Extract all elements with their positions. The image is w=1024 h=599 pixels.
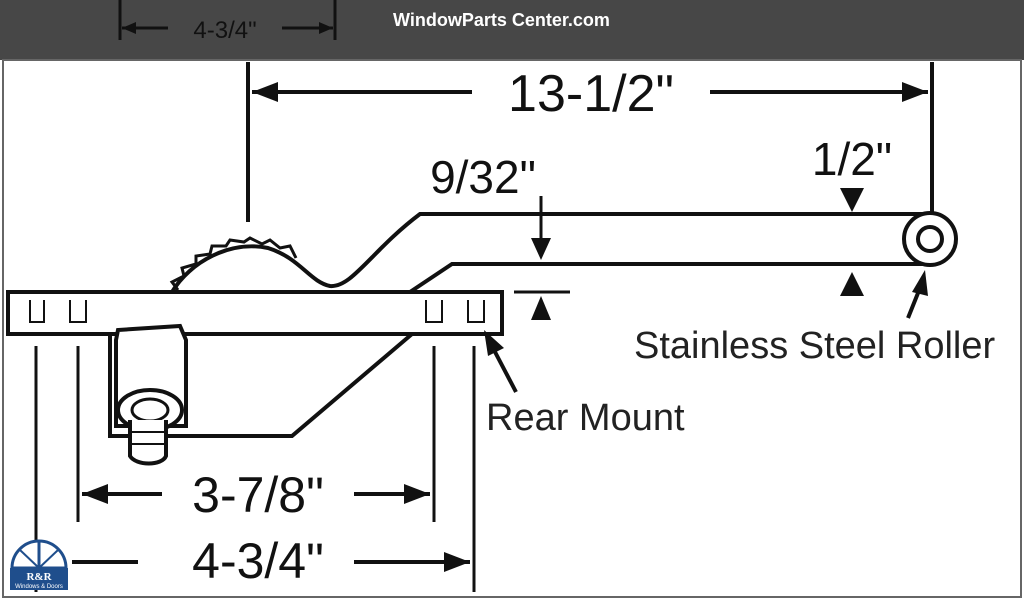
logo-initials: R&R <box>26 571 52 583</box>
rear-mount-callout-label: Rear Mount <box>486 397 685 439</box>
top-banner <box>0 0 1024 60</box>
roller-callout: Stainless Steel Roller <box>634 270 996 367</box>
stainless-steel-roller <box>902 211 958 267</box>
operator-arm <box>169 212 930 294</box>
header-partial-dimension-label: 4-3/4" <box>193 17 256 44</box>
diagram-panel <box>2 59 1022 598</box>
arm-offset-dimension: 9/32" <box>430 151 570 320</box>
arm-width-label: 1/2" <box>812 133 892 185</box>
roller-callout-label: Stainless Steel Roller <box>634 325 996 367</box>
arm-offset-label: 9/32" <box>430 151 536 203</box>
rear-mount-callout: Rear Mount <box>484 330 685 439</box>
base-plate <box>6 290 504 466</box>
logo-tagline: Windows & Doors <box>15 584 63 590</box>
brand-logo: R&R Windows & Doors <box>10 539 68 590</box>
overall-length-label: 13-1/2" <box>508 65 674 123</box>
inner-mount-label: 3-7/8" <box>192 467 324 523</box>
overall-length-dimension: 13-1/2" <box>246 62 934 222</box>
mount-dimensions: 3-7/8" 4-3/4" <box>34 346 476 592</box>
header-partial-dimension: 4-3/4" <box>118 0 337 44</box>
arm-width-dimension: 1/2" <box>812 133 892 296</box>
gear-teeth <box>169 236 298 291</box>
outer-mount-label: 4-3/4" <box>192 533 324 589</box>
site-name: WindowParts Center.com <box>393 10 610 30</box>
